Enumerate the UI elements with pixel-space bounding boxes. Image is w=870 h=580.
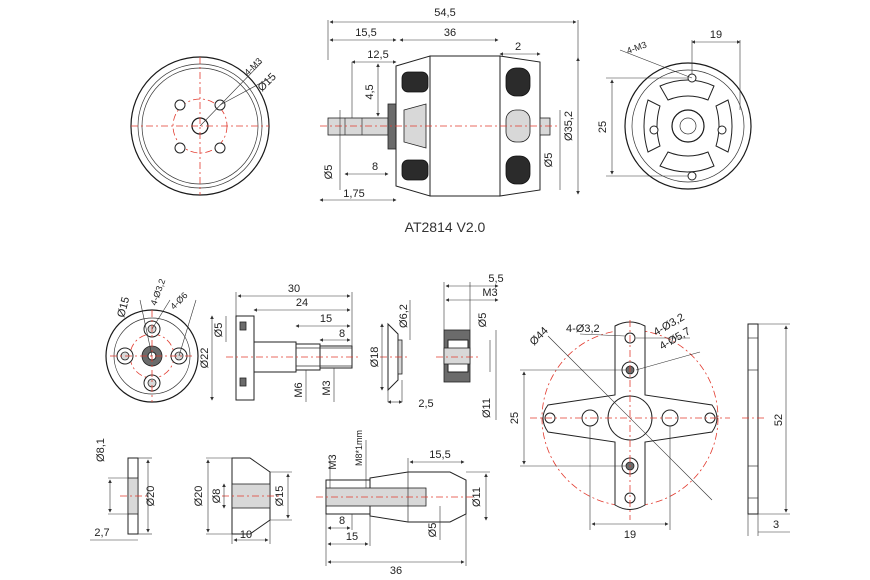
cross-mount bbox=[520, 320, 730, 530]
dim-shaft-segment: 15,5 bbox=[355, 27, 376, 39]
rear-holes-label: 4-M3 bbox=[625, 39, 648, 55]
motor-rear-view bbox=[606, 40, 752, 190]
cross-circle: Ø44 bbox=[528, 325, 551, 348]
nut-dia-inner: Ø5 bbox=[477, 313, 489, 328]
prop-adapter-front bbox=[105, 299, 199, 403]
collet-len-15: 15 bbox=[346, 531, 358, 543]
collet-side bbox=[316, 440, 490, 566]
nut-side bbox=[436, 282, 499, 420]
collet-len-36: 36 bbox=[390, 565, 402, 577]
spacer-thickness: 2,7 bbox=[94, 527, 109, 539]
collet-len-8: 8 bbox=[339, 515, 345, 527]
dim-shaft-flat-length: 8 bbox=[372, 161, 378, 173]
cross-spacing-v: 25 bbox=[509, 412, 521, 424]
dim-shaft-flat: 4,5 bbox=[364, 84, 376, 99]
nut-dia-outer: Ø11 bbox=[481, 398, 493, 418]
rear-width-label: 19 bbox=[710, 29, 722, 41]
dim-overall-length: 54,5 bbox=[434, 7, 455, 19]
nut-width: 5,5 bbox=[488, 273, 503, 285]
cross-side-height: 52 bbox=[773, 414, 785, 426]
drawing-title: AT2814 V2.0 bbox=[405, 219, 486, 235]
washer-dia-outer: Ø18 bbox=[369, 347, 381, 368]
adapter-thread-m6: M6 bbox=[293, 382, 305, 397]
washer-side bbox=[380, 300, 411, 404]
mount-hole bbox=[174, 99, 186, 111]
dim-shaft-dia-rear: Ø5 bbox=[543, 153, 555, 168]
adapter-length-total: 30 bbox=[288, 283, 300, 295]
cross-spacing-h: 19 bbox=[624, 529, 636, 541]
cross-mount-side bbox=[742, 323, 790, 536]
spacer-side bbox=[90, 457, 152, 541]
collet-dia-11: Ø11 bbox=[471, 487, 483, 507]
front-holes-label: 4-M3 bbox=[242, 56, 264, 78]
collet-thread-m8: M8*1mm bbox=[354, 430, 364, 466]
dim-body-diameter: Ø35,2 bbox=[563, 111, 575, 141]
collet-dia-5: Ø5 bbox=[427, 523, 439, 538]
spacer-dia-small: Ø8,1 bbox=[95, 438, 107, 462]
washer-dia-inner: Ø6,2 bbox=[398, 304, 410, 328]
adapter-dia-flange: Ø22 bbox=[199, 348, 211, 369]
washer-thickness: 2,5 bbox=[418, 398, 433, 410]
nut-thread: M3 bbox=[482, 287, 497, 299]
cone-dia-big: Ø20 bbox=[193, 486, 205, 507]
spacer-dia-big: Ø20 bbox=[145, 486, 157, 507]
rear-height-label: 25 bbox=[597, 121, 609, 133]
cone-dia-small: Ø15 bbox=[274, 486, 286, 507]
adapter-length-15: 15 bbox=[320, 313, 332, 325]
dim-shaft-to-flange: 12,5 bbox=[367, 49, 388, 61]
cross-side-thickness: 3 bbox=[773, 519, 779, 531]
motor-side-view bbox=[319, 20, 580, 202]
adapter-thread-m3: M3 bbox=[321, 380, 333, 395]
dim-flange-gap: 2 bbox=[515, 41, 521, 53]
mount-hole bbox=[174, 142, 186, 154]
dim-body-length: 36 bbox=[444, 27, 456, 39]
dim-shaft-dia-front: Ø5 bbox=[323, 165, 335, 180]
mount-hole bbox=[214, 142, 226, 154]
prop-adapter-side bbox=[210, 292, 360, 402]
collet-thread-m3: M3 bbox=[327, 454, 339, 469]
adapter-dia-5: Ø5 bbox=[213, 323, 225, 338]
collet-len-15-5: 15,5 bbox=[429, 449, 450, 461]
adapter-small-holes: 4-Ø3,2 bbox=[148, 277, 167, 306]
cone-length: 10 bbox=[240, 529, 252, 541]
cone-side bbox=[206, 457, 292, 544]
dim-shaft-step: 1,75 bbox=[343, 188, 364, 200]
cone-dia-inner: Ø8 bbox=[211, 489, 223, 504]
adapter-length-8: 8 bbox=[339, 328, 345, 340]
adapter-large-holes: 4-Ø6 bbox=[168, 290, 189, 311]
cross-small-holes: 4-Ø3,2 bbox=[566, 323, 600, 335]
motor-front-view bbox=[130, 56, 271, 196]
adapter-bolt-circle: Ø15 bbox=[115, 296, 132, 319]
adapter-length-24: 24 bbox=[296, 297, 308, 309]
